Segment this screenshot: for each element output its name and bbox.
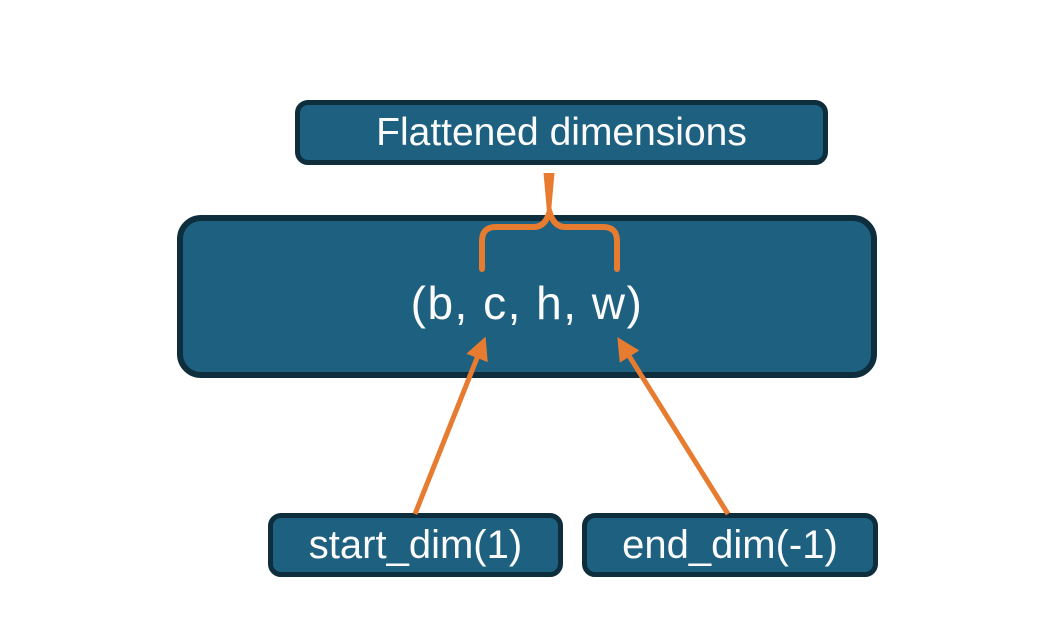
flattened-dimensions-label: Flattened dimensions xyxy=(376,110,747,154)
start-dim-label: start_dim(1) xyxy=(308,522,523,567)
tensor-shape-label: (b, c, h, w) xyxy=(410,276,644,329)
end-dim-label: end_dim(-1) xyxy=(622,522,838,567)
brace-stem xyxy=(543,173,555,212)
tensor-shape-box: (b, c, h, w) xyxy=(177,215,877,378)
start-dim-box: start_dim(1) xyxy=(268,513,563,577)
end-dim-box: end_dim(-1) xyxy=(582,513,878,577)
flattened-dimensions-box: Flattened dimensions xyxy=(295,100,828,165)
